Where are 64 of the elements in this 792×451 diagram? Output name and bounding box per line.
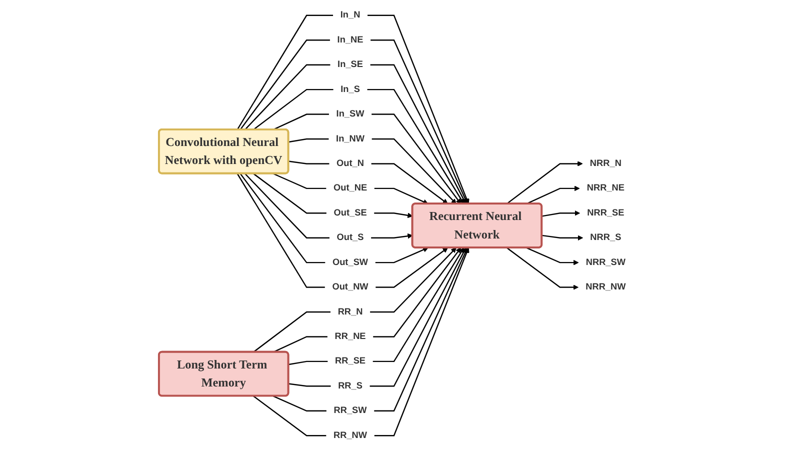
node-text: In_NW bbox=[336, 133, 365, 144]
connector bbox=[244, 173, 330, 238]
arrow bbox=[373, 248, 462, 338]
connector bbox=[272, 114, 329, 130]
arrow bbox=[370, 64, 466, 204]
connector bbox=[253, 311, 330, 353]
connector bbox=[253, 396, 326, 436]
arrow bbox=[370, 248, 466, 387]
connector bbox=[272, 336, 328, 353]
node-text: RR_N bbox=[338, 306, 363, 317]
arrow bbox=[506, 247, 579, 290]
node-text: In_SW bbox=[336, 108, 364, 120]
connector bbox=[253, 88, 334, 130]
node-text: NRR_NE bbox=[586, 182, 625, 194]
node-text: In_N bbox=[340, 10, 360, 20]
connector bbox=[288, 360, 328, 366]
arrow bbox=[374, 212, 413, 218]
arrow bbox=[526, 186, 580, 204]
node-text: NRR_SE bbox=[587, 207, 624, 218]
arrow bbox=[375, 247, 428, 264]
arrow bbox=[367, 88, 464, 204]
arrow bbox=[376, 248, 448, 288]
connector bbox=[253, 173, 326, 214]
node-text: NRR_SW bbox=[586, 256, 626, 268]
node-text: In_NE bbox=[337, 34, 364, 45]
arrow bbox=[526, 247, 579, 266]
connector bbox=[236, 14, 334, 130]
node-text: Out_SE bbox=[334, 207, 367, 218]
node-text: RR_NE bbox=[334, 331, 366, 342]
arrow bbox=[368, 14, 470, 204]
connector bbox=[244, 64, 330, 130]
arrow bbox=[371, 163, 448, 204]
node-text: Out_NW bbox=[332, 282, 368, 292]
connector bbox=[240, 40, 330, 130]
node-text: NRR_S bbox=[590, 232, 622, 243]
arrow bbox=[506, 161, 583, 204]
node-text: NRR_N bbox=[590, 158, 622, 168]
node-text: Out_NE bbox=[333, 182, 368, 194]
connector bbox=[288, 160, 330, 164]
connector bbox=[240, 173, 326, 264]
arrow bbox=[372, 138, 456, 204]
node-text: RR_S bbox=[338, 380, 362, 391]
connector bbox=[272, 173, 326, 190]
node-text: RR_SW bbox=[334, 405, 367, 416]
connector bbox=[288, 383, 331, 387]
arrow bbox=[374, 188, 428, 204]
node-text: NRR_NW bbox=[586, 282, 626, 292]
node-text: RR_SE bbox=[335, 356, 366, 366]
node-text: Out_S bbox=[336, 232, 364, 243]
node-text: Out_SW bbox=[332, 256, 368, 268]
node-text: Out_N bbox=[336, 158, 364, 168]
node-text: RR_NW bbox=[333, 430, 368, 440]
arrow bbox=[370, 40, 468, 204]
connector bbox=[236, 173, 325, 288]
arrow bbox=[542, 234, 584, 241]
arrow bbox=[542, 210, 580, 217]
arrow bbox=[370, 248, 456, 313]
arrow bbox=[372, 114, 462, 204]
connector bbox=[272, 396, 326, 412]
node-text: In_S bbox=[340, 84, 360, 94]
node-text: In_SE bbox=[338, 59, 363, 70]
connector bbox=[288, 138, 329, 143]
arrow bbox=[372, 248, 464, 362]
arrow bbox=[371, 233, 413, 239]
